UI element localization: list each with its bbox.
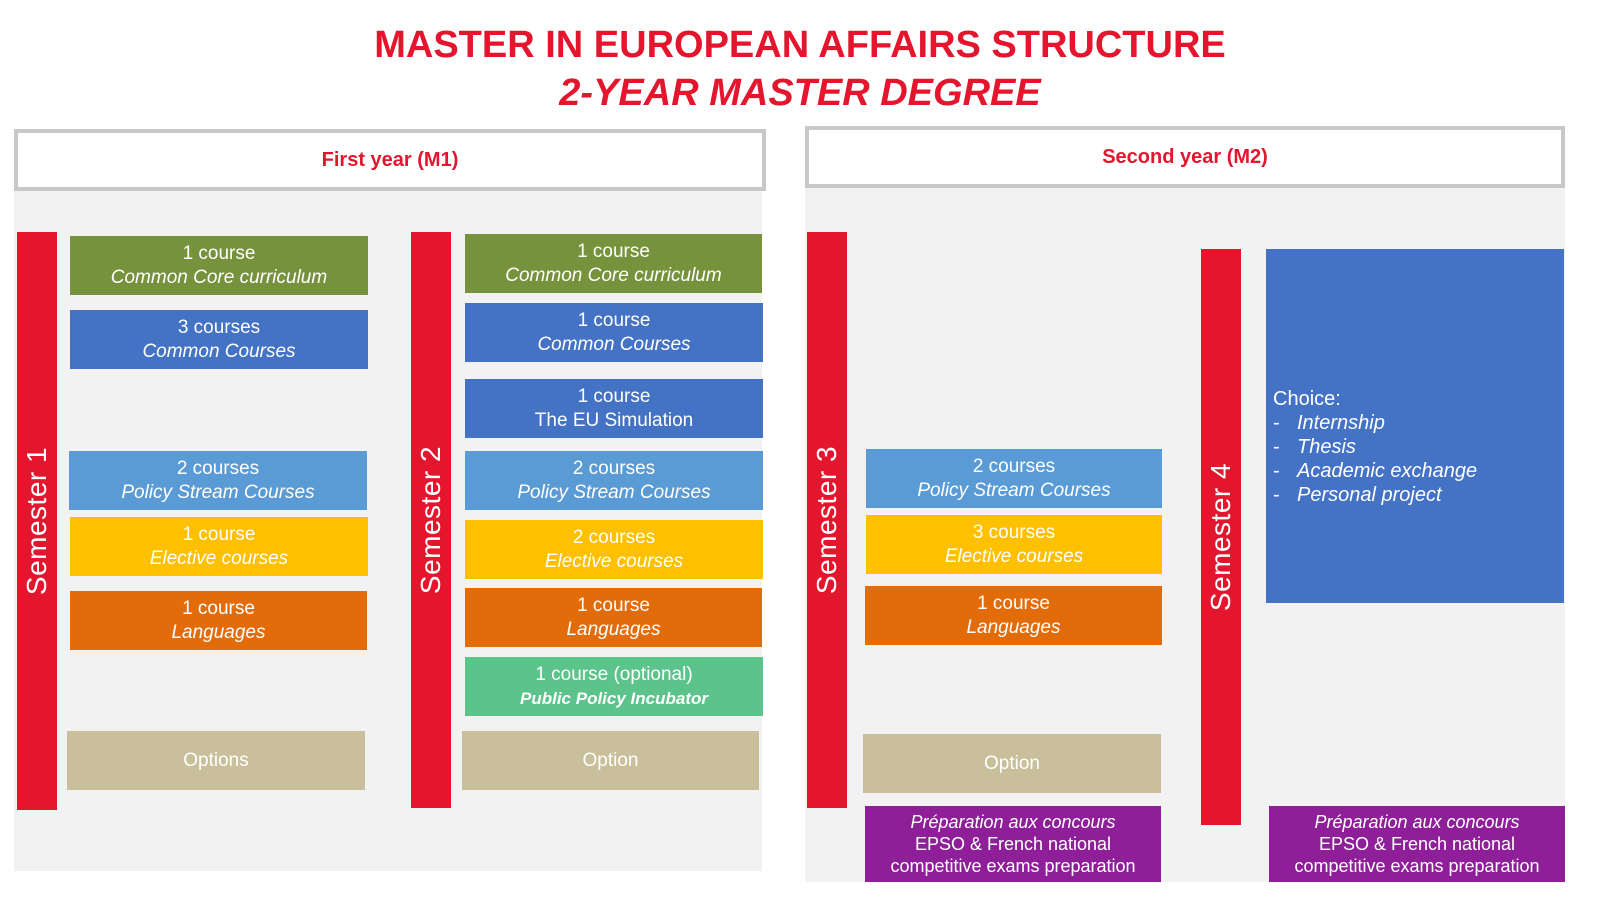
s3-policy-stream-count: 2 courses xyxy=(972,455,1056,477)
s2-policy-stream-name: Policy Stream Courses xyxy=(517,481,711,503)
s2-languages-count: 1 course xyxy=(577,594,650,616)
s2-common-core-box: 1 course Common Core curriculum xyxy=(465,234,762,293)
s1-languages-count: 1 course xyxy=(182,597,255,619)
s3-policy-stream-name: Policy Stream Courses xyxy=(917,479,1111,501)
s2-policy-stream-count: 2 courses xyxy=(572,457,656,479)
s1-languages-box: 1 course Languages xyxy=(70,591,367,650)
s2-elective-name: Elective courses xyxy=(544,550,684,572)
first-year-header: First year (M1) xyxy=(14,129,766,191)
semester-1-bar: Semester 1 xyxy=(17,232,57,810)
s3-exam-prep-box: Préparation aux concours EPSO & French n… xyxy=(865,806,1161,882)
s4-choice-heading: Choice: xyxy=(1273,388,1341,410)
title-line-2: 2-YEAR MASTER DEGREE xyxy=(559,72,1041,114)
s3-option-box: Option xyxy=(863,734,1161,793)
semester-3-label: Semester 3 xyxy=(811,445,843,595)
s3-elective-box: 3 courses Elective courses xyxy=(866,515,1162,574)
s4-choice-list: -Internship -Thesis -Academic exchange -… xyxy=(1273,411,1564,507)
first-year-label: First year (M1) xyxy=(321,148,459,171)
semester-1-label: Semester 1 xyxy=(21,446,53,596)
semester-2-label: Semester 2 xyxy=(415,445,447,595)
s1-elective-box: 1 course Elective courses xyxy=(70,517,368,576)
s1-elective-count: 1 course xyxy=(182,523,256,545)
s2-eu-simulation-name: The EU Simulation xyxy=(534,409,694,431)
s4-choice-item: -Internship xyxy=(1273,412,1385,434)
s2-common-courses-box: 1 course Common Courses xyxy=(465,303,763,362)
s1-common-core-name: Common Core curriculum xyxy=(110,266,328,288)
s2-languages-name: Languages xyxy=(566,618,661,640)
s4-choice-item: -Academic exchange xyxy=(1273,460,1478,482)
s2-policy-incubator-name: Public Policy Incubator xyxy=(520,688,708,708)
s1-options-label: Options xyxy=(183,749,249,771)
s2-policy-incubator-count: 1 course (optional) xyxy=(535,663,693,685)
semester-3-bar: Semester 3 xyxy=(807,232,847,808)
s4-choice-personal-project: Personal project xyxy=(1297,484,1442,506)
s2-option-box: Option xyxy=(462,731,759,790)
s2-policy-stream-box: 2 courses Policy Stream Courses xyxy=(465,451,763,510)
s3-languages-box: 1 course Languages xyxy=(865,586,1162,645)
s3-elective-count: 3 courses xyxy=(972,521,1056,543)
semester-4-bar: Semester 4 xyxy=(1201,249,1241,825)
s2-common-core-count: 1 course xyxy=(577,240,650,262)
second-year-header: Second year (M2) xyxy=(805,126,1565,188)
s1-common-core-count: 1 course xyxy=(182,242,256,264)
s2-common-core-name: Common Core curriculum xyxy=(505,264,722,286)
s2-eu-simulation-count: 1 course xyxy=(577,385,651,407)
s2-common-courses-name: Common Courses xyxy=(537,333,691,355)
s3-policy-stream-box: 2 courses Policy Stream Courses xyxy=(866,449,1162,508)
s1-common-courses-name: Common Courses xyxy=(142,340,296,362)
s1-policy-stream-count: 2 courses xyxy=(176,457,260,479)
s1-languages-name: Languages xyxy=(171,621,266,643)
s4-choice-thesis: Thesis xyxy=(1297,436,1356,458)
title-line-1: MASTER IN EUROPEAN AFFAIRS STRUCTURE xyxy=(374,24,1226,66)
s3-exam-prep-line-3: competitive exams preparation xyxy=(890,856,1136,876)
s2-policy-incubator-box: 1 course (optional) Public Policy Incuba… xyxy=(465,657,763,716)
s4-choice-item: -Personal project xyxy=(1273,484,1442,506)
s1-common-core-box: 1 course Common Core curriculum xyxy=(70,236,368,295)
s2-languages-box: 1 course Languages xyxy=(465,588,762,647)
s4-exam-prep-line-2: EPSO & French national xyxy=(1318,834,1516,854)
s3-languages-name: Languages xyxy=(966,616,1061,638)
s1-policy-stream-box: 2 courses Policy Stream Courses xyxy=(69,451,367,510)
s1-common-courses-box: 3 courses Common Courses xyxy=(70,310,368,369)
s3-elective-name: Elective courses xyxy=(944,545,1084,567)
s3-exam-prep-line-2: EPSO & French national xyxy=(914,834,1112,854)
s3-languages-count: 1 course xyxy=(977,592,1050,614)
s4-choice-internship: Internship xyxy=(1297,412,1385,434)
s4-exam-prep-box: Préparation aux concours EPSO & French n… xyxy=(1269,806,1565,882)
s1-common-courses-count: 3 courses xyxy=(177,316,261,338)
semester-2-bar: Semester 2 xyxy=(411,232,451,808)
s2-elective-count: 2 courses xyxy=(572,526,656,548)
s4-choice-item: -Thesis xyxy=(1273,436,1356,458)
s3-exam-prep-line-1: Préparation aux concours xyxy=(910,812,1116,832)
semester-4-label: Semester 4 xyxy=(1205,462,1237,612)
s2-eu-simulation-box: 1 course The EU Simulation xyxy=(465,379,763,438)
s1-policy-stream-name: Policy Stream Courses xyxy=(121,481,315,503)
s4-exam-prep-line-1: Préparation aux concours xyxy=(1314,812,1520,832)
s2-elective-box: 2 courses Elective courses xyxy=(465,520,763,579)
second-year-label: Second year (M2) xyxy=(1102,145,1268,168)
s4-choice-academic-exchange: Academic exchange xyxy=(1297,460,1478,482)
s4-choice-box: Choice: -Internship -Thesis -Academic ex… xyxy=(1266,249,1564,603)
s2-common-courses-count: 1 course xyxy=(577,309,651,331)
s4-exam-prep-line-3: competitive exams preparation xyxy=(1294,856,1540,876)
s2-option-label: Option xyxy=(582,749,639,771)
s1-elective-name: Elective courses xyxy=(149,547,289,569)
s1-options-box: Options xyxy=(67,731,365,790)
s3-option-label: Option xyxy=(984,752,1040,774)
